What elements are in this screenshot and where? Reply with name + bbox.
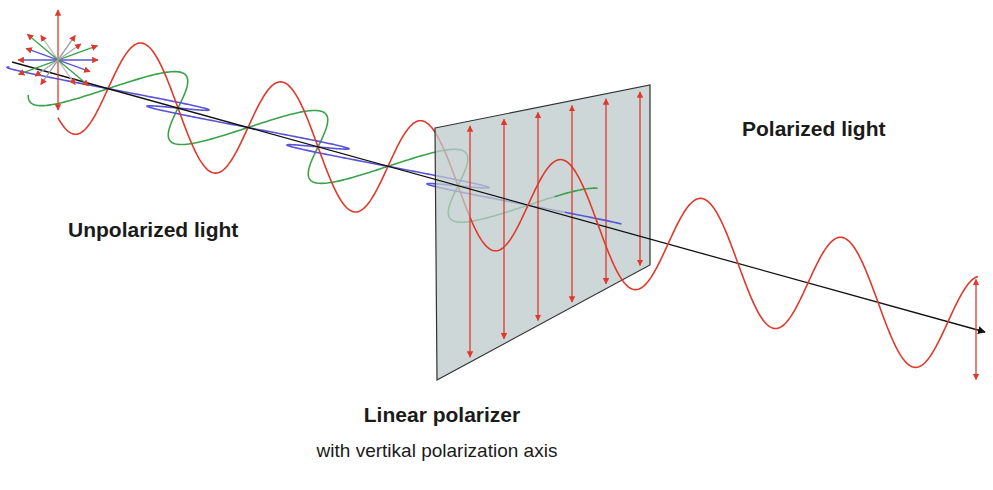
part-note: with vertikal polarization axis [317, 440, 558, 462]
polarization-axis-arrow [639, 92, 640, 265]
polarization-axis-arrow [469, 126, 470, 357]
polarization-axis-arrow [605, 99, 606, 284]
red-wave [470, 160, 978, 368]
polarization-star [18, 10, 98, 110]
part-label: Linear polarizer [364, 403, 520, 427]
propagation-axis [12, 62, 985, 332]
red-wave [58, 43, 470, 217]
polarization-axis-arrow [503, 119, 504, 339]
polarization-arrow [975, 280, 976, 380]
polarizer-plate [435, 85, 650, 380]
polarization-axis-arrow [571, 106, 572, 303]
polarization-direction [35, 44, 81, 76]
region-label: Polarized light [742, 117, 886, 141]
region-label: Unpolarized light [68, 218, 238, 242]
polarization-axis-arrow [537, 112, 538, 320]
polarizer-plate [435, 85, 650, 380]
green-wave [554, 188, 597, 197]
polarization-direction [27, 34, 88, 85]
polarized-wave [12, 62, 985, 380]
